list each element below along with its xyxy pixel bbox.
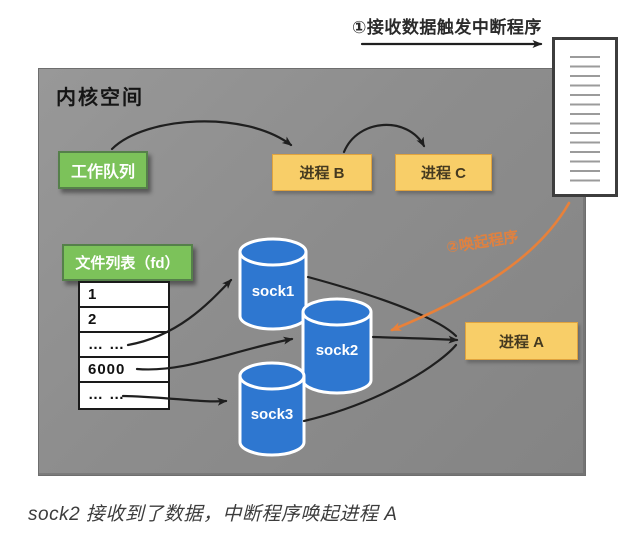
- network-card-pins-icon: [570, 56, 600, 188]
- fd-table: 1 2 … … 6000 … …: [78, 281, 170, 410]
- fd-table-row: … …: [88, 386, 126, 403]
- process-a-box: 进程 A: [465, 322, 578, 360]
- fd-table-row: 6000: [80, 358, 168, 383]
- process-c-box: 进程 C: [395, 154, 492, 191]
- fd-table-row: … …: [80, 333, 168, 358]
- network-card: [552, 37, 618, 197]
- fd-table-row: 1: [80, 283, 168, 308]
- fd-list-header: 文件列表（fd）: [62, 244, 193, 281]
- process-b-box: 进程 B: [272, 154, 372, 191]
- fd-table-row: 2: [80, 308, 168, 333]
- kernel-space-title: 内核空间: [56, 87, 144, 109]
- caption-text: sock2 接收到了数据，中断程序唤起进程 A: [28, 504, 398, 525]
- work-queue-box: 工作队列: [58, 151, 148, 189]
- step1-label: ①接收数据触发中断程序: [352, 18, 542, 37]
